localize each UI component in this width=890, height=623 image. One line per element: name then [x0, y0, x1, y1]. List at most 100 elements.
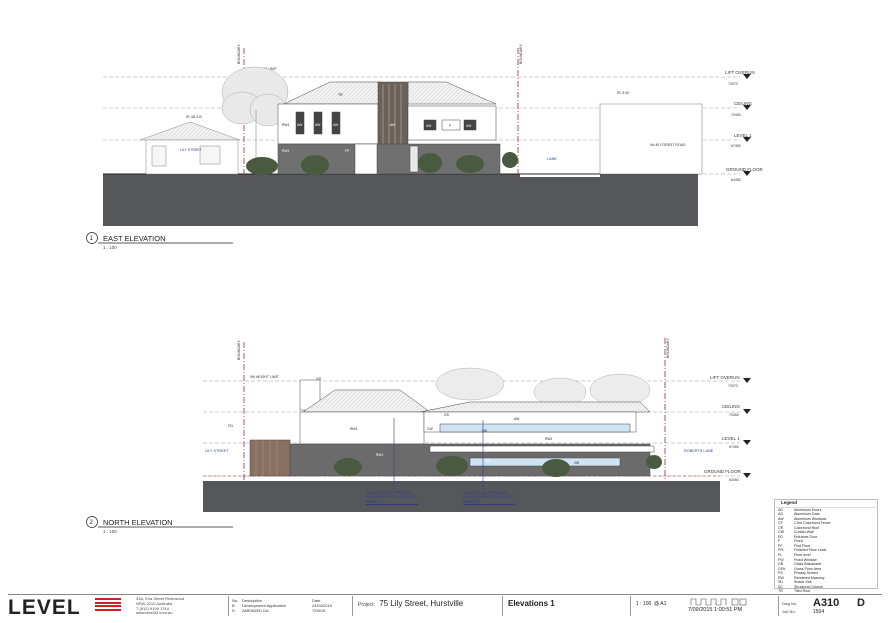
office-address: 33A, Eva Street Riverwood NSW 2210 Austr…: [136, 596, 185, 616]
level-rl-ground-floor: 64450: [729, 478, 739, 482]
legend-description: 1.5m Colorbond Fence: [794, 521, 831, 526]
legend-code: GFA: [778, 566, 786, 571]
drawing-number-label: Dwg No.: [782, 601, 798, 606]
level-label-ground-floor: GROUND FLOOR: [704, 469, 742, 474]
level-label-level-1: LEVEL 1: [734, 133, 752, 138]
material-tag: AW: [514, 417, 520, 421]
acoustic-note-1: ACOUSTICALLY TREATED WALLS (REFER TO ACO…: [366, 491, 418, 505]
view-number-marker: [86, 232, 98, 244]
address-line: www.level33.com.au: [136, 610, 173, 616]
revision-header: No. Description Date: [232, 598, 321, 603]
legend-description: Aluminium Windows: [794, 516, 827, 521]
material-tag: SS: [486, 459, 491, 463]
legend-description: Shade Sail: [794, 580, 812, 585]
legend-item: FW Fixed Window: [775, 558, 877, 563]
ground-section: [103, 174, 698, 226]
plot-date: 7/09/2015 1:00:51 PM: [688, 607, 743, 613]
material-tag: CR: [316, 377, 321, 381]
acoustic-note-2: ACOUSTICALLY TREATED WALLS (REFER TO ACO…: [463, 491, 515, 505]
material-tag: AW: [315, 123, 321, 127]
logo-mark-icon: [95, 598, 121, 614]
level-rl-level-1: 67450: [729, 445, 739, 449]
material-tag: RW1: [545, 437, 553, 441]
boundary-label: BOUNDARY: [237, 340, 241, 360]
revision-row: D AMENDED DA 7/09/15: [232, 608, 326, 613]
legend-code: SC: [778, 584, 783, 589]
legend-code: CF: [778, 521, 783, 526]
view-scale: 1 : 100: [103, 529, 117, 534]
shrubs: [246, 152, 518, 175]
level-label-ceiling: CEILING: [722, 404, 741, 409]
view-number: 2: [90, 520, 94, 526]
address-line: T (612) 9199 1744: [136, 605, 169, 611]
level-marker-icon: [743, 409, 751, 414]
material-tag: AW: [426, 124, 432, 128]
project-label: Project:: [358, 602, 375, 608]
legend-description: Gross Floor Area: [794, 566, 822, 571]
level-label-lift-overun: LIFT OVERUN: [710, 375, 740, 380]
view-title: NORTH ELEVATION: [103, 518, 173, 527]
legend-description: Aluminium Doors: [794, 507, 822, 512]
ground-section: [203, 481, 720, 512]
revision-row: B Development Application 24/04/2015: [232, 603, 333, 608]
legend-code: TR: [778, 589, 783, 594]
legend-description: Finished Floor Level: [794, 548, 827, 553]
roberts-lane-label: ROBERTS LANE: [684, 449, 714, 453]
logo-text: LEVEL: [8, 596, 81, 619]
view-number-marker: [86, 516, 98, 528]
level-label-ceiling: CEILING: [734, 101, 753, 106]
legend-description: Colorbond Roof: [794, 525, 820, 530]
level-label-level-1: LEVEL 1: [722, 436, 740, 441]
legend-code: PS: [778, 571, 783, 576]
lily-street-label: LILY STREET: [205, 449, 229, 453]
revision-letter: D: [857, 597, 865, 609]
neighbour-rl: RL 66.310: [186, 115, 202, 119]
level-marker-icon: [743, 137, 751, 142]
east-elevation: LIFT OVERUN 72970 CEILING 70450 LEVEL 1 …: [86, 44, 764, 250]
forest-rl: RL 5.00: [617, 91, 629, 95]
boundary-label: BOUNDARY: [666, 338, 670, 358]
level-marker-icon: [743, 74, 751, 79]
forest-road-label: No.45 FOREST ROAD: [650, 143, 686, 147]
legend-code: F: [778, 539, 781, 544]
legend-code: FW: [778, 557, 784, 562]
material-tag: RW1: [350, 427, 358, 431]
address-line: 33A, Eva Street Riverwood: [136, 596, 185, 601]
level-marker-icon: [743, 440, 751, 445]
view-scale: 1 : 100: [103, 245, 117, 250]
legend-code: GB: [778, 562, 784, 567]
level-rl-ceiling: 70450: [729, 413, 739, 417]
shrubs: [334, 455, 662, 477]
material-tag: AW: [390, 123, 396, 127]
material-tag: RW1: [282, 123, 290, 127]
tree: [435, 367, 651, 407]
legend-item: SD Shade Sail: [775, 580, 877, 585]
project-field: Project: 75 Lily Street, Hurstville: [358, 599, 463, 608]
legend-description: Glass Balustrade: [794, 562, 822, 567]
legend-item: GB Glass Balustrade: [775, 562, 877, 567]
legend-code: AD: [778, 507, 783, 512]
legend-code: SD: [778, 580, 783, 585]
legend-code: CW: [778, 530, 784, 535]
lane-label: LANE: [547, 157, 557, 161]
level-marker-icon: [743, 105, 751, 110]
legend-code: AG: [778, 512, 784, 517]
material-tag: AW: [466, 124, 472, 128]
material-tag: RW1: [376, 453, 384, 457]
material-tag: CB: [444, 413, 449, 417]
legend-description: Fixed Window: [794, 557, 817, 562]
north-elevation: LIFT OVERUN 72970 CEILING 70450 LEVEL 1 …: [86, 338, 751, 534]
tree: [221, 66, 289, 174]
legend-description: Entrance Door: [794, 534, 818, 539]
material-tag: FP: [345, 149, 350, 153]
